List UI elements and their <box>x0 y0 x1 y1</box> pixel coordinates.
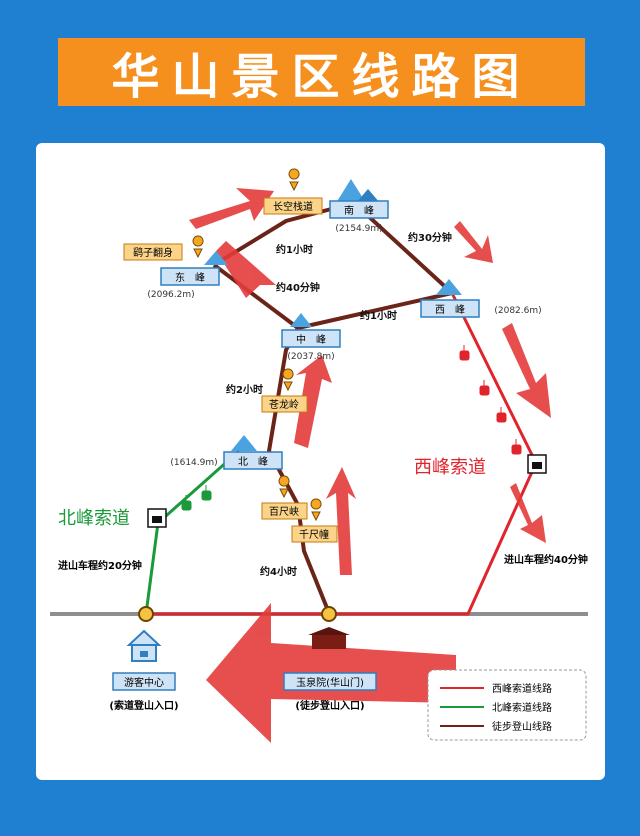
hike-route-center-east <box>212 263 300 330</box>
north-cable-station-icon <box>147 508 167 528</box>
duration-east-south: 约1小时 <box>276 243 313 256</box>
svg-text:百尺峡: 百尺峡 <box>269 505 299 518</box>
spot-baichi: 百尺峡 <box>261 475 308 520</box>
arrow-plank <box>189 188 274 229</box>
spot-hawk: 鹞子翻身 <box>123 235 204 261</box>
east-peak-mountain-icon <box>204 251 228 265</box>
arrow-west-cable-1 <box>502 323 551 418</box>
center-peak-mountain-icon <box>290 313 312 327</box>
north-route <box>144 449 240 615</box>
spot-qianchi: 千尺幢 <box>291 498 338 543</box>
peak-center-elev: (2037.8m) <box>287 352 334 362</box>
title-banner: 华山景区线路图 <box>58 38 585 106</box>
north-peak-mountain-icon <box>231 435 257 451</box>
location-pin-icon <box>192 235 204 259</box>
house-icon <box>126 629 162 662</box>
peak-west: 西 峰 (2082.6m) <box>420 299 542 318</box>
duration-east-center: 约40分钟 <box>276 281 320 294</box>
legend-label-north: 北峰索道线路 <box>492 701 552 714</box>
north-route-line <box>144 449 240 615</box>
peak-center: 中 峰 (2037.8m) <box>281 329 341 362</box>
peak-east-elev: (2096.2m) <box>147 290 194 300</box>
svg-text:(索道登山入口): (索道登山入口) <box>109 699 178 712</box>
arrow-east <box>216 241 276 298</box>
peak-east: 东 峰 (2096.2m) <box>147 267 220 300</box>
duration-north-base: 约4小时 <box>260 565 297 578</box>
svg-text:千尺幢: 千尺幢 <box>299 528 329 541</box>
spot-canglong: 苍龙岭 <box>261 368 308 413</box>
legend-label-hike: 徒步登山线路 <box>492 720 552 733</box>
peak-west-name: 西 峰 <box>435 304 465 316</box>
peak-east-name: 东 峰 <box>175 271 205 284</box>
west-cableway-label: 西峰索道 <box>414 457 486 478</box>
arrow-canglong <box>294 355 332 448</box>
entrance-yuquan: 玉泉院(华山门) (徒步登山入口) <box>283 672 377 712</box>
legend-label-west: 西峰索道线路 <box>492 682 552 695</box>
west-cable-station-icon <box>527 454 547 474</box>
visitor-center-marker <box>138 606 154 622</box>
peak-south: 南 峰 (2154.9m) <box>329 200 389 234</box>
svg-text:(徒步登山入口): (徒步登山入口) <box>295 699 364 712</box>
duration-south-west: 约30分钟 <box>408 231 452 244</box>
duration-center-west: 约1小时 <box>360 309 397 322</box>
north-road-label: 进山车程约20分钟 <box>58 559 142 572</box>
svg-text:玉泉院(华山门): 玉泉院(华山门) <box>296 676 364 689</box>
arrow-west-cable-2 <box>510 483 546 543</box>
hike-route-center-west <box>297 291 453 330</box>
arrow-qianchi <box>326 467 356 575</box>
gate-icon <box>308 627 350 649</box>
svg-text:鹞子翻身: 鹞子翻身 <box>133 246 173 259</box>
west-route <box>146 292 538 616</box>
peak-north-name: 北 峰 <box>238 456 268 468</box>
west-route-line <box>146 292 538 616</box>
peak-north-elev: (1614.9m) <box>170 458 217 468</box>
north-cable-car-icon <box>181 485 212 511</box>
location-pin-icon <box>282 368 294 392</box>
location-pin-icon <box>310 498 322 522</box>
location-pin-icon <box>278 475 290 499</box>
map-canvas: 南 峰 (2154.9m) 东 峰 (2096.2m) 西 峰 (2082.6m… <box>50 168 588 743</box>
west-peak-mountain-icon <box>436 279 462 295</box>
cable-car-icons <box>147 345 547 528</box>
peak-north: 北 峰 (1614.9m) <box>170 451 283 470</box>
spot-plank: 长空栈道 <box>263 168 323 215</box>
arrow-south-west <box>454 221 493 263</box>
peak-west-elev: (2082.6m) <box>494 306 541 316</box>
svg-text:苍龙岭: 苍龙岭 <box>269 398 299 411</box>
north-cableway-label: 北峰索道 <box>58 508 130 529</box>
mountain-icons <box>204 179 462 451</box>
west-road-label: 进山车程约40分钟 <box>504 553 588 566</box>
yuquan-marker <box>321 606 337 622</box>
south-peak-mountain-icon <box>336 179 366 203</box>
page-title: 华山景区线路图 <box>111 49 532 105</box>
peak-center-name: 中 峰 <box>296 333 326 346</box>
entrance-visitor-center: 游客中心 (索道登山入口) <box>109 672 179 712</box>
legend: 西峰索道线路 北峰索道线路 徒步登山线路 <box>427 669 587 741</box>
duration-center-north: 约2小时 <box>226 383 263 396</box>
duration-labels: 约1小时 约30分钟 约40分钟 约1小时 约2小时 约4小时 <box>226 231 452 578</box>
route-map: 南 峰 (2154.9m) 东 峰 (2096.2m) 西 峰 (2082.6m… <box>36 143 605 780</box>
peak-south-name: 南 峰 <box>344 204 374 217</box>
location-pin-icon <box>288 168 300 192</box>
svg-text:长空栈道: 长空栈道 <box>273 200 313 213</box>
svg-text:游客中心: 游客中心 <box>124 676 164 689</box>
peak-south-elev: (2154.9m) <box>335 224 382 234</box>
west-cable-car-icon <box>459 345 522 455</box>
